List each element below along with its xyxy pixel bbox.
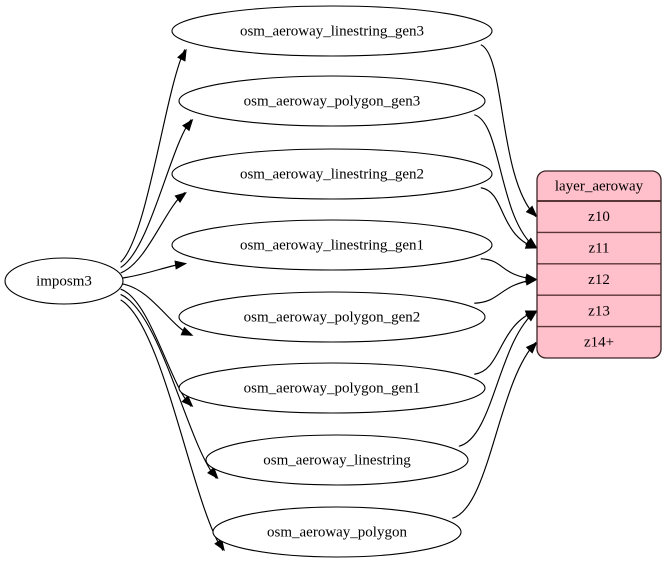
node-label: osm_aeroway_linestring_gen1 <box>240 237 424 253</box>
edges-to-table <box>452 44 538 519</box>
node-shape-ellipse <box>178 291 486 343</box>
arrowhead-icon <box>182 118 194 132</box>
edge-osm_aeroway_linestring_gen2-to-row-z11 <box>480 187 537 249</box>
edge-osm_aeroway_polygon_gen3-to-row-z11 <box>474 114 537 249</box>
edge-imposm3-to-osm_aeroway_polygon_gen1 <box>120 288 192 407</box>
node-shape-ellipse <box>4 257 124 305</box>
edge-imposm3-to-osm_aeroway_linestring_gen1 <box>120 262 185 279</box>
arrowhead-icon <box>525 205 538 218</box>
edge-osm_aeroway_polygon-to-row-z14+ <box>452 341 537 519</box>
edges-from-source <box>120 48 225 552</box>
table-outline <box>536 170 662 359</box>
edge-osm_aeroway_linestring-to-row-z13 <box>458 310 537 447</box>
node-shape-ellipse <box>171 219 493 271</box>
edge-osm_aeroway_linestring_gen3-to-row-z10 <box>480 44 537 218</box>
record-node-layer-aeroway: layer_aeroway z10 z11 z12 z13 z14+ <box>536 170 662 359</box>
node-shape-ellipse <box>171 148 493 200</box>
node-label: osm_aeroway_linestring_gen2 <box>240 166 424 182</box>
edge-osm_aeroway_polygon_gen1-to-row-z13 <box>474 310 537 375</box>
node-label: osm_aeroway_polygon <box>267 524 407 540</box>
table-node-layer-aeroway[interactable]: layer_aeroway z10 z11 z12 z13 z14+ <box>536 170 662 359</box>
node-osm_aeroway_polygon_gen1[interactable]: osm_aeroway_polygon_gen1 <box>178 362 486 414</box>
table-row-z13[interactable]: z13 <box>588 303 610 319</box>
node-shape-ellipse <box>212 506 462 558</box>
node-osm_aeroway_linestring_gen1[interactable]: osm_aeroway_linestring_gen1 <box>171 219 493 271</box>
ellipse-nodes: imposm3 osm_aeroway_linestring_gen3 osm_ae… <box>4 5 493 558</box>
arrowhead-icon <box>207 466 219 480</box>
node-label: osm_aeroway_polygon_gen1 <box>244 380 421 396</box>
arrowhead-icon <box>181 395 194 408</box>
node-osm_aeroway_linestring_gen2[interactable]: osm_aeroway_linestring_gen2 <box>171 148 493 200</box>
node-osm_aeroway_polygon_gen3[interactable]: osm_aeroway_polygon_gen3 <box>178 75 486 127</box>
node-shape-ellipse <box>205 434 469 486</box>
node-osm_aeroway_linestring[interactable]: osm_aeroway_linestring <box>205 434 469 486</box>
arrowhead-icon <box>525 310 538 322</box>
arrowhead-icon <box>177 48 187 62</box>
table-row-z11[interactable]: z11 <box>588 241 609 257</box>
node-label: osm_aeroway_linestring <box>263 452 411 468</box>
edge-imposm3-to-osm_aeroway_linestring_gen3 <box>120 49 186 263</box>
table-background <box>537 171 661 358</box>
arrowhead-icon <box>174 260 188 270</box>
edge-imposm3-to-osm_aeroway_polygon_gen3 <box>120 119 192 268</box>
arrowhead-icon <box>524 239 538 249</box>
node-osm_aeroway_polygon_gen2[interactable]: osm_aeroway_polygon_gen2 <box>178 291 486 343</box>
node-label: osm_aeroway_polygon_gen2 <box>244 309 421 325</box>
node-osm_aeroway_linestring_gen3[interactable]: osm_aeroway_linestring_gen3 <box>171 5 493 57</box>
table-row-z10[interactable]: z10 <box>588 209 610 225</box>
node-label: osm_aeroway_linestring_gen3 <box>240 23 424 39</box>
arrowhead-icon <box>180 326 194 336</box>
node-osm_aeroway_polygon[interactable]: osm_aeroway_polygon <box>212 506 462 558</box>
node-shape-ellipse <box>178 362 486 414</box>
table-row-z12[interactable]: z12 <box>588 272 610 288</box>
edge-osm_aeroway_polygon_gen2-to-row-z12 <box>474 278 537 304</box>
arrowhead-icon <box>174 191 187 203</box>
node-label: imposm3 <box>36 273 92 289</box>
node-shape-ellipse <box>171 5 493 57</box>
edge-imposm3-to-osm_aeroway_polygon <box>120 299 224 551</box>
node-imposm3[interactable]: imposm3 <box>4 257 124 305</box>
table-row-z14+[interactable]: z14+ <box>584 335 614 351</box>
arrowhead-icon <box>525 276 538 286</box>
table-header-label: layer_aeroway <box>555 178 644 194</box>
node-shape-ellipse <box>178 75 486 127</box>
node-label: osm_aeroway_polygon_gen3 <box>244 93 421 109</box>
arrowhead-icon <box>525 341 538 354</box>
